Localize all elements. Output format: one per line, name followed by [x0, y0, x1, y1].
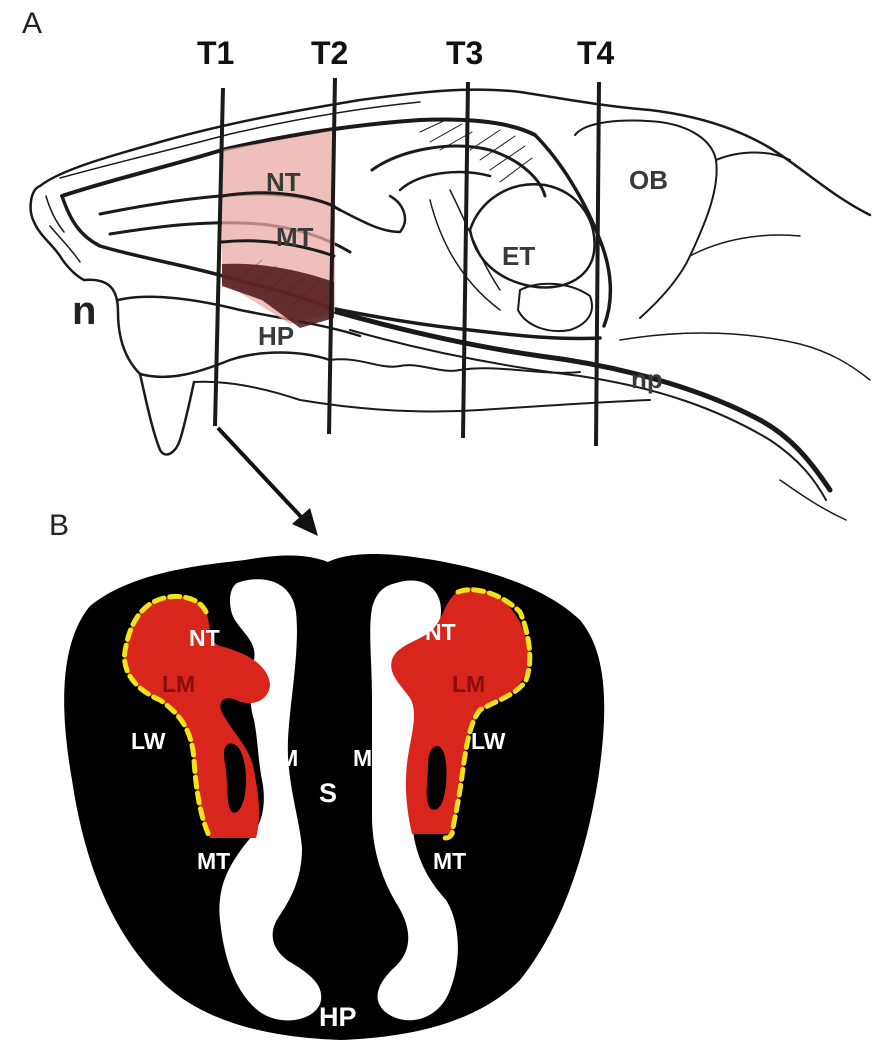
label-mt-left: MT	[197, 848, 230, 874]
panel-a-letter: A	[22, 7, 42, 40]
section-arrow	[218, 428, 318, 536]
label-lm-right: LM	[452, 671, 485, 697]
label-lw-right: LW	[471, 728, 506, 754]
label-lw-left: LW	[131, 728, 166, 754]
label-nasoturbinate: NT	[266, 167, 301, 197]
plane-label-t3: T3	[446, 35, 483, 71]
plane-label-t1: T1	[197, 35, 234, 71]
skull-sketch	[31, 90, 870, 520]
label-lm-left: LM	[162, 671, 195, 697]
panel-b: B NT NT LM LM LW LW MM MM S MT MT VM VM …	[49, 509, 604, 1040]
label-nt-left: NT	[189, 625, 220, 651]
label-mt-right: MT	[433, 848, 466, 874]
panel-a: A	[22, 7, 870, 536]
label-nt-right: NT	[425, 619, 456, 645]
label-maxilloturbinate: MT	[276, 222, 314, 252]
label-ethmoturbinate: ET	[502, 241, 535, 271]
plane-line-t4	[596, 82, 599, 446]
plane-line-t1	[215, 88, 223, 426]
label-vm-left: VM	[229, 899, 264, 925]
label-hard-palate-a: HP	[258, 321, 294, 351]
label-septum: S	[319, 778, 337, 808]
label-hard-palate-b: HP	[319, 1002, 357, 1032]
label-nostril: n	[72, 289, 96, 333]
label-mm-right: MM	[353, 745, 391, 771]
plane-label-t4: T4	[577, 35, 615, 71]
label-vm-right: VM	[404, 899, 439, 925]
plane-line-t3	[463, 82, 468, 438]
panel-b-letter: B	[49, 509, 69, 542]
label-mm-left: MM	[260, 745, 298, 771]
plane-label-t2: T2	[311, 35, 348, 71]
label-olfactory-bulb: OB	[629, 165, 668, 195]
label-nasopharynx: np	[631, 364, 663, 394]
